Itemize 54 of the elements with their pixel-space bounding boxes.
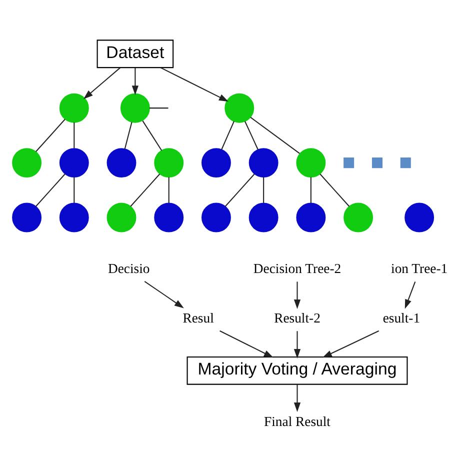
node-circle (12, 202, 42, 232)
arrow (220, 330, 274, 358)
node-circle (201, 148, 231, 178)
node-text: Final Result (264, 414, 330, 429)
node-circle (248, 148, 278, 178)
node-circle (344, 202, 374, 232)
node-text: ion Tree-1 (391, 261, 448, 276)
node-circle (248, 202, 278, 232)
connector (142, 120, 162, 151)
arrow (132, 68, 138, 96)
node-circle (154, 202, 184, 232)
connector (74, 122, 75, 148)
node-circle (59, 93, 89, 123)
connector (320, 174, 350, 207)
connector (224, 174, 255, 207)
connector (124, 122, 132, 150)
node-text: Result-2 (274, 310, 320, 326)
node-text: Decision Tree-2 (253, 261, 342, 276)
connector (130, 174, 160, 207)
arrow (404, 281, 416, 309)
node-circle (120, 93, 150, 123)
node-text: Decisio (108, 261, 150, 276)
connector (221, 121, 234, 150)
arrow (160, 67, 228, 102)
node-circle (224, 93, 254, 123)
arrow (294, 282, 301, 310)
connector (36, 174, 66, 207)
connector (250, 116, 300, 154)
node-text: Resul (182, 310, 214, 326)
node-circle (59, 148, 89, 178)
node-box: Majority Voting / Averaging (186, 356, 408, 385)
connector (244, 121, 258, 150)
node-circle (12, 148, 42, 178)
connector (149, 108, 168, 109)
node-circle (404, 202, 434, 232)
node-circle (201, 202, 231, 232)
node-circle (296, 148, 326, 178)
node-circle (59, 202, 89, 232)
node-box: Dataset (96, 40, 174, 68)
arrow (294, 331, 301, 358)
node-circle (106, 148, 136, 178)
node-text: esult-1 (382, 310, 420, 326)
connector (263, 177, 264, 204)
connector (36, 118, 66, 152)
node-circle (296, 202, 326, 232)
connector (310, 177, 312, 204)
arrow (294, 384, 301, 412)
connector (168, 177, 170, 204)
node-circle (154, 148, 184, 178)
node-circle (106, 202, 136, 232)
connector (74, 177, 75, 204)
arrow (83, 67, 120, 100)
arrow (144, 280, 184, 308)
arrow (322, 330, 380, 358)
